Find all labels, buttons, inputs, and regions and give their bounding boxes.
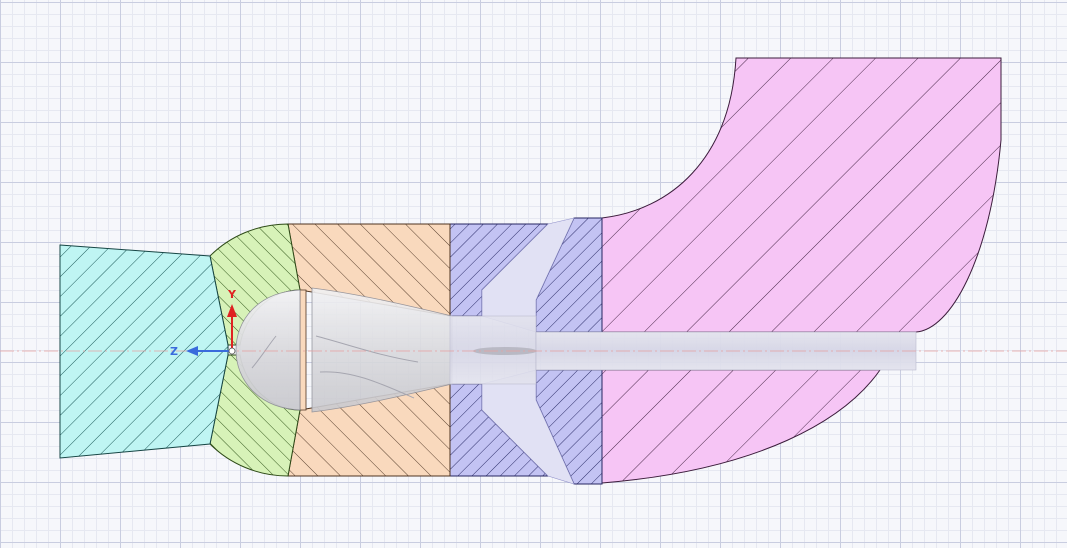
inlet-cone-section[interactable] — [59, 244, 229, 459]
rotor-bulb[interactable] — [235, 287, 453, 413]
axis-triad-icon: Z Y — [170, 288, 237, 358]
outlet-elbow-section[interactable] — [601, 57, 1002, 484]
y-axis-label: Y — [227, 288, 237, 301]
z-axis-label: Z — [170, 345, 178, 358]
